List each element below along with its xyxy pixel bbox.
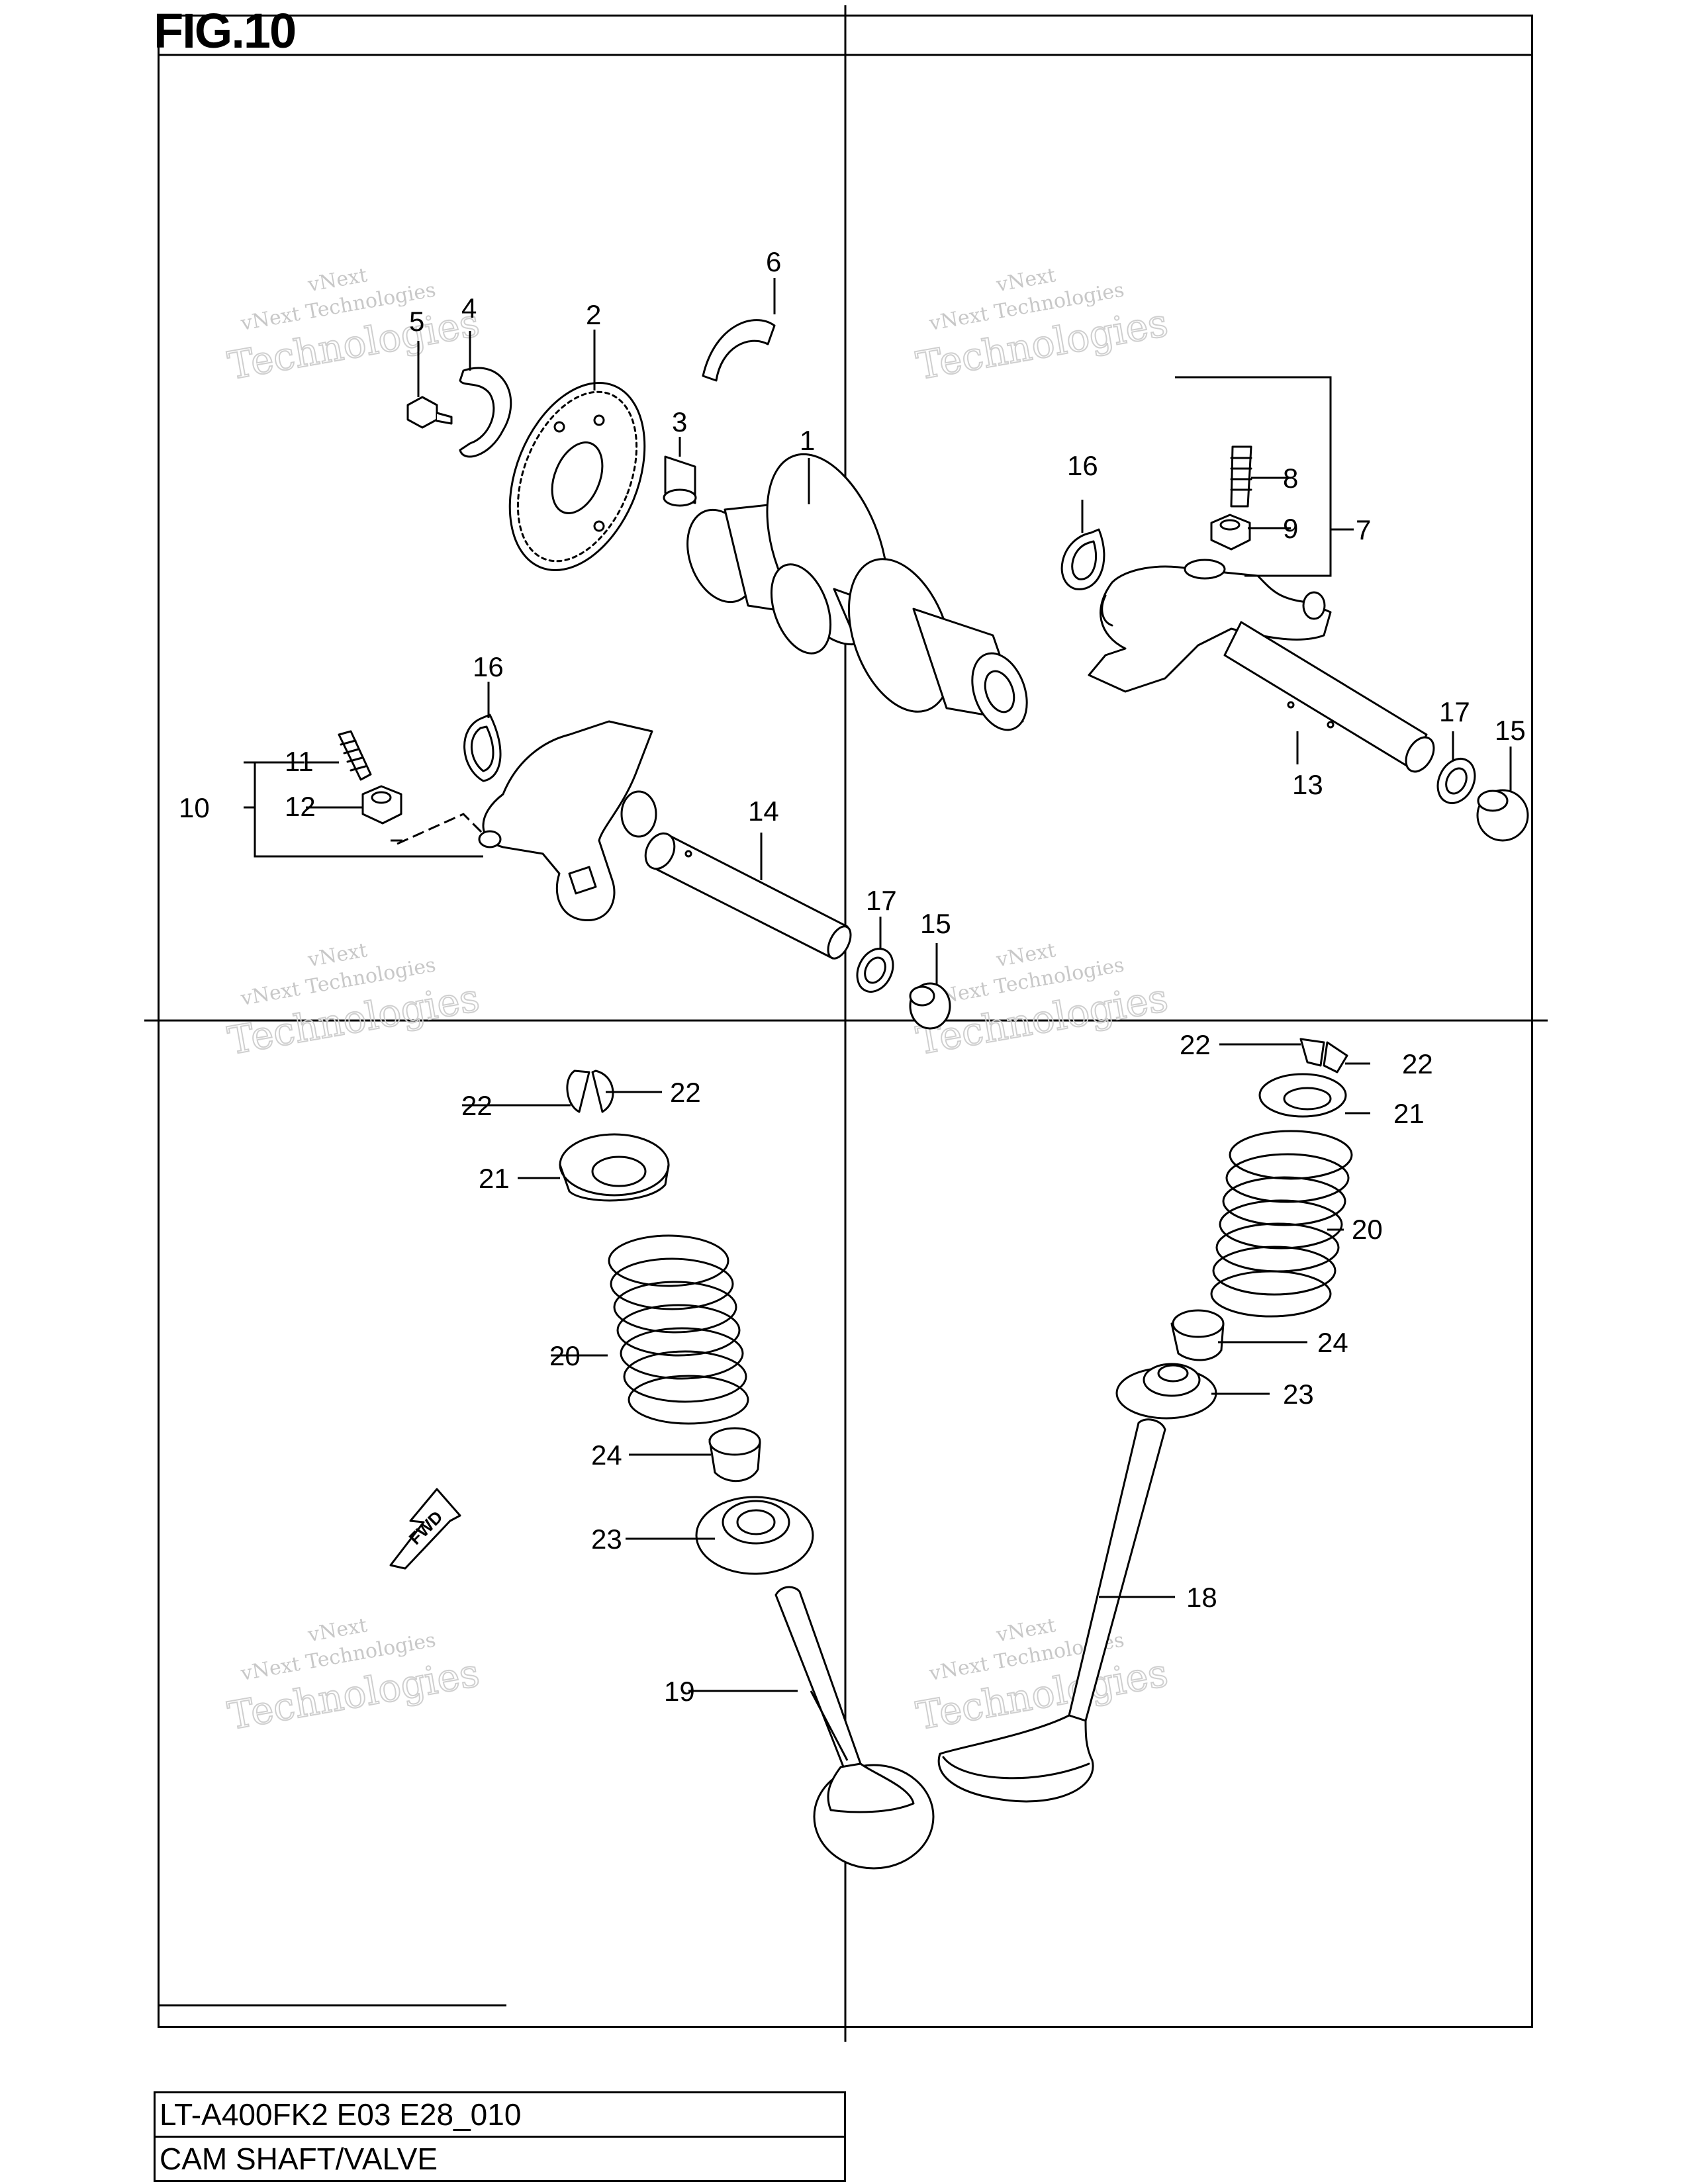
callout-9: 9 [1283,513,1298,544]
callout-22: 22 [1180,1029,1211,1060]
lock-nut-right [1210,514,1251,551]
callout-1: 1 [800,425,815,456]
frame-lines [144,5,1548,2042]
callout-13: 13 [1292,769,1323,800]
spring-seat-right [1115,1363,1217,1420]
callout-5: 5 [409,306,424,337]
valve-spring-right [1210,1130,1353,1318]
model-code: LT-A400FK2 E03 E28_010 [154,2091,846,2138]
shaft-o-ring-left [856,948,894,993]
fwd-arrow-icon: FWD [389,1488,461,1570]
callout-7: 7 [1356,514,1371,545]
rocker-arm-left [478,720,657,921]
callout-2: 2 [586,299,601,330]
adjust-screw-left [338,730,372,781]
callout-6: 6 [766,246,781,277]
callout-18: 18 [1186,1582,1217,1613]
rocker-arm-right [1088,559,1332,693]
callout-22d: 22 [670,1077,701,1108]
callout-17: 17 [866,885,897,916]
callout-4: 4 [461,293,477,324]
callout-3: 3 [672,406,687,437]
watermark-5: vNext vNext Technologies Technologies [224,1614,483,1739]
watermark-2: vNext vNext Technologies Technologies [912,263,1172,389]
shaft-plug-right [1476,789,1529,842]
exhaust-valve-right [937,1418,1166,1803]
valve-stem-seal-right [1170,1309,1225,1361]
callout-16b: 16 [473,651,504,682]
callout-24: 24 [1317,1327,1348,1358]
rocker-shaft-right [1223,621,1435,773]
o-ring-left [463,713,502,782]
valve-cotter-right [1299,1038,1348,1073]
callout-15: 15 [920,908,951,939]
figure-title: FIG.10 [154,3,297,58]
callout-numbers: 1 2 3 4 5 6 7 8 9 10 11 12 13 14 15 15 1… [179,246,1526,1707]
o-ring-right [1060,528,1105,590]
spring-retainer-left [559,1133,670,1202]
callout-14: 14 [748,796,779,827]
figure-name: CAM SHAFT/VALVE [154,2136,846,2182]
valve-cotter-left [566,1069,614,1113]
callout-21b: 21 [479,1163,510,1194]
callout-22c: 22 [461,1090,492,1121]
lock-washer [459,367,512,458]
spring-seat-left [695,1496,814,1575]
shaft-plug-left [909,982,951,1030]
callout-15b: 15 [1495,715,1526,746]
sprocket-bolt [406,396,453,429]
shaft-o-ring-right [1436,758,1476,804]
callout-20: 20 [1352,1214,1383,1245]
callout-12: 12 [285,791,316,822]
watermark-1: vNext vNext Technologies Technologies [224,263,483,389]
callout-20b: 20 [549,1340,581,1371]
callout-16: 16 [1067,450,1098,481]
rocker-shaft-left [644,832,852,960]
callout-19: 19 [664,1676,695,1707]
callout-22b: 22 [1402,1048,1433,1079]
callout-21: 21 [1393,1098,1425,1129]
cam-sprocket [508,382,646,571]
callout-11: 11 [285,746,314,777]
adjust-screw-right [1230,445,1252,508]
lock-nut-left [361,785,402,825]
watermark-6: vNext vNext Technologies Technologies [912,1614,1172,1739]
watermark-3: vNext vNext Technologies Technologies [224,938,483,1064]
valve-stem-seal-left [708,1427,761,1482]
callout-8: 8 [1283,463,1298,494]
intake-valve-left [774,1586,935,1870]
valve-spring-left [608,1234,749,1425]
callout-17b: 17 [1439,696,1470,727]
half-ring [702,319,776,382]
callout-24b: 24 [591,1439,622,1471]
spring-retainer-right [1258,1073,1347,1118]
camshaft [686,453,1028,731]
dowel-pin [663,455,697,507]
callout-23b: 23 [591,1524,622,1555]
callout-23: 23 [1283,1379,1314,1410]
leader-lines [244,278,1512,1761]
callout-10: 10 [179,792,210,823]
